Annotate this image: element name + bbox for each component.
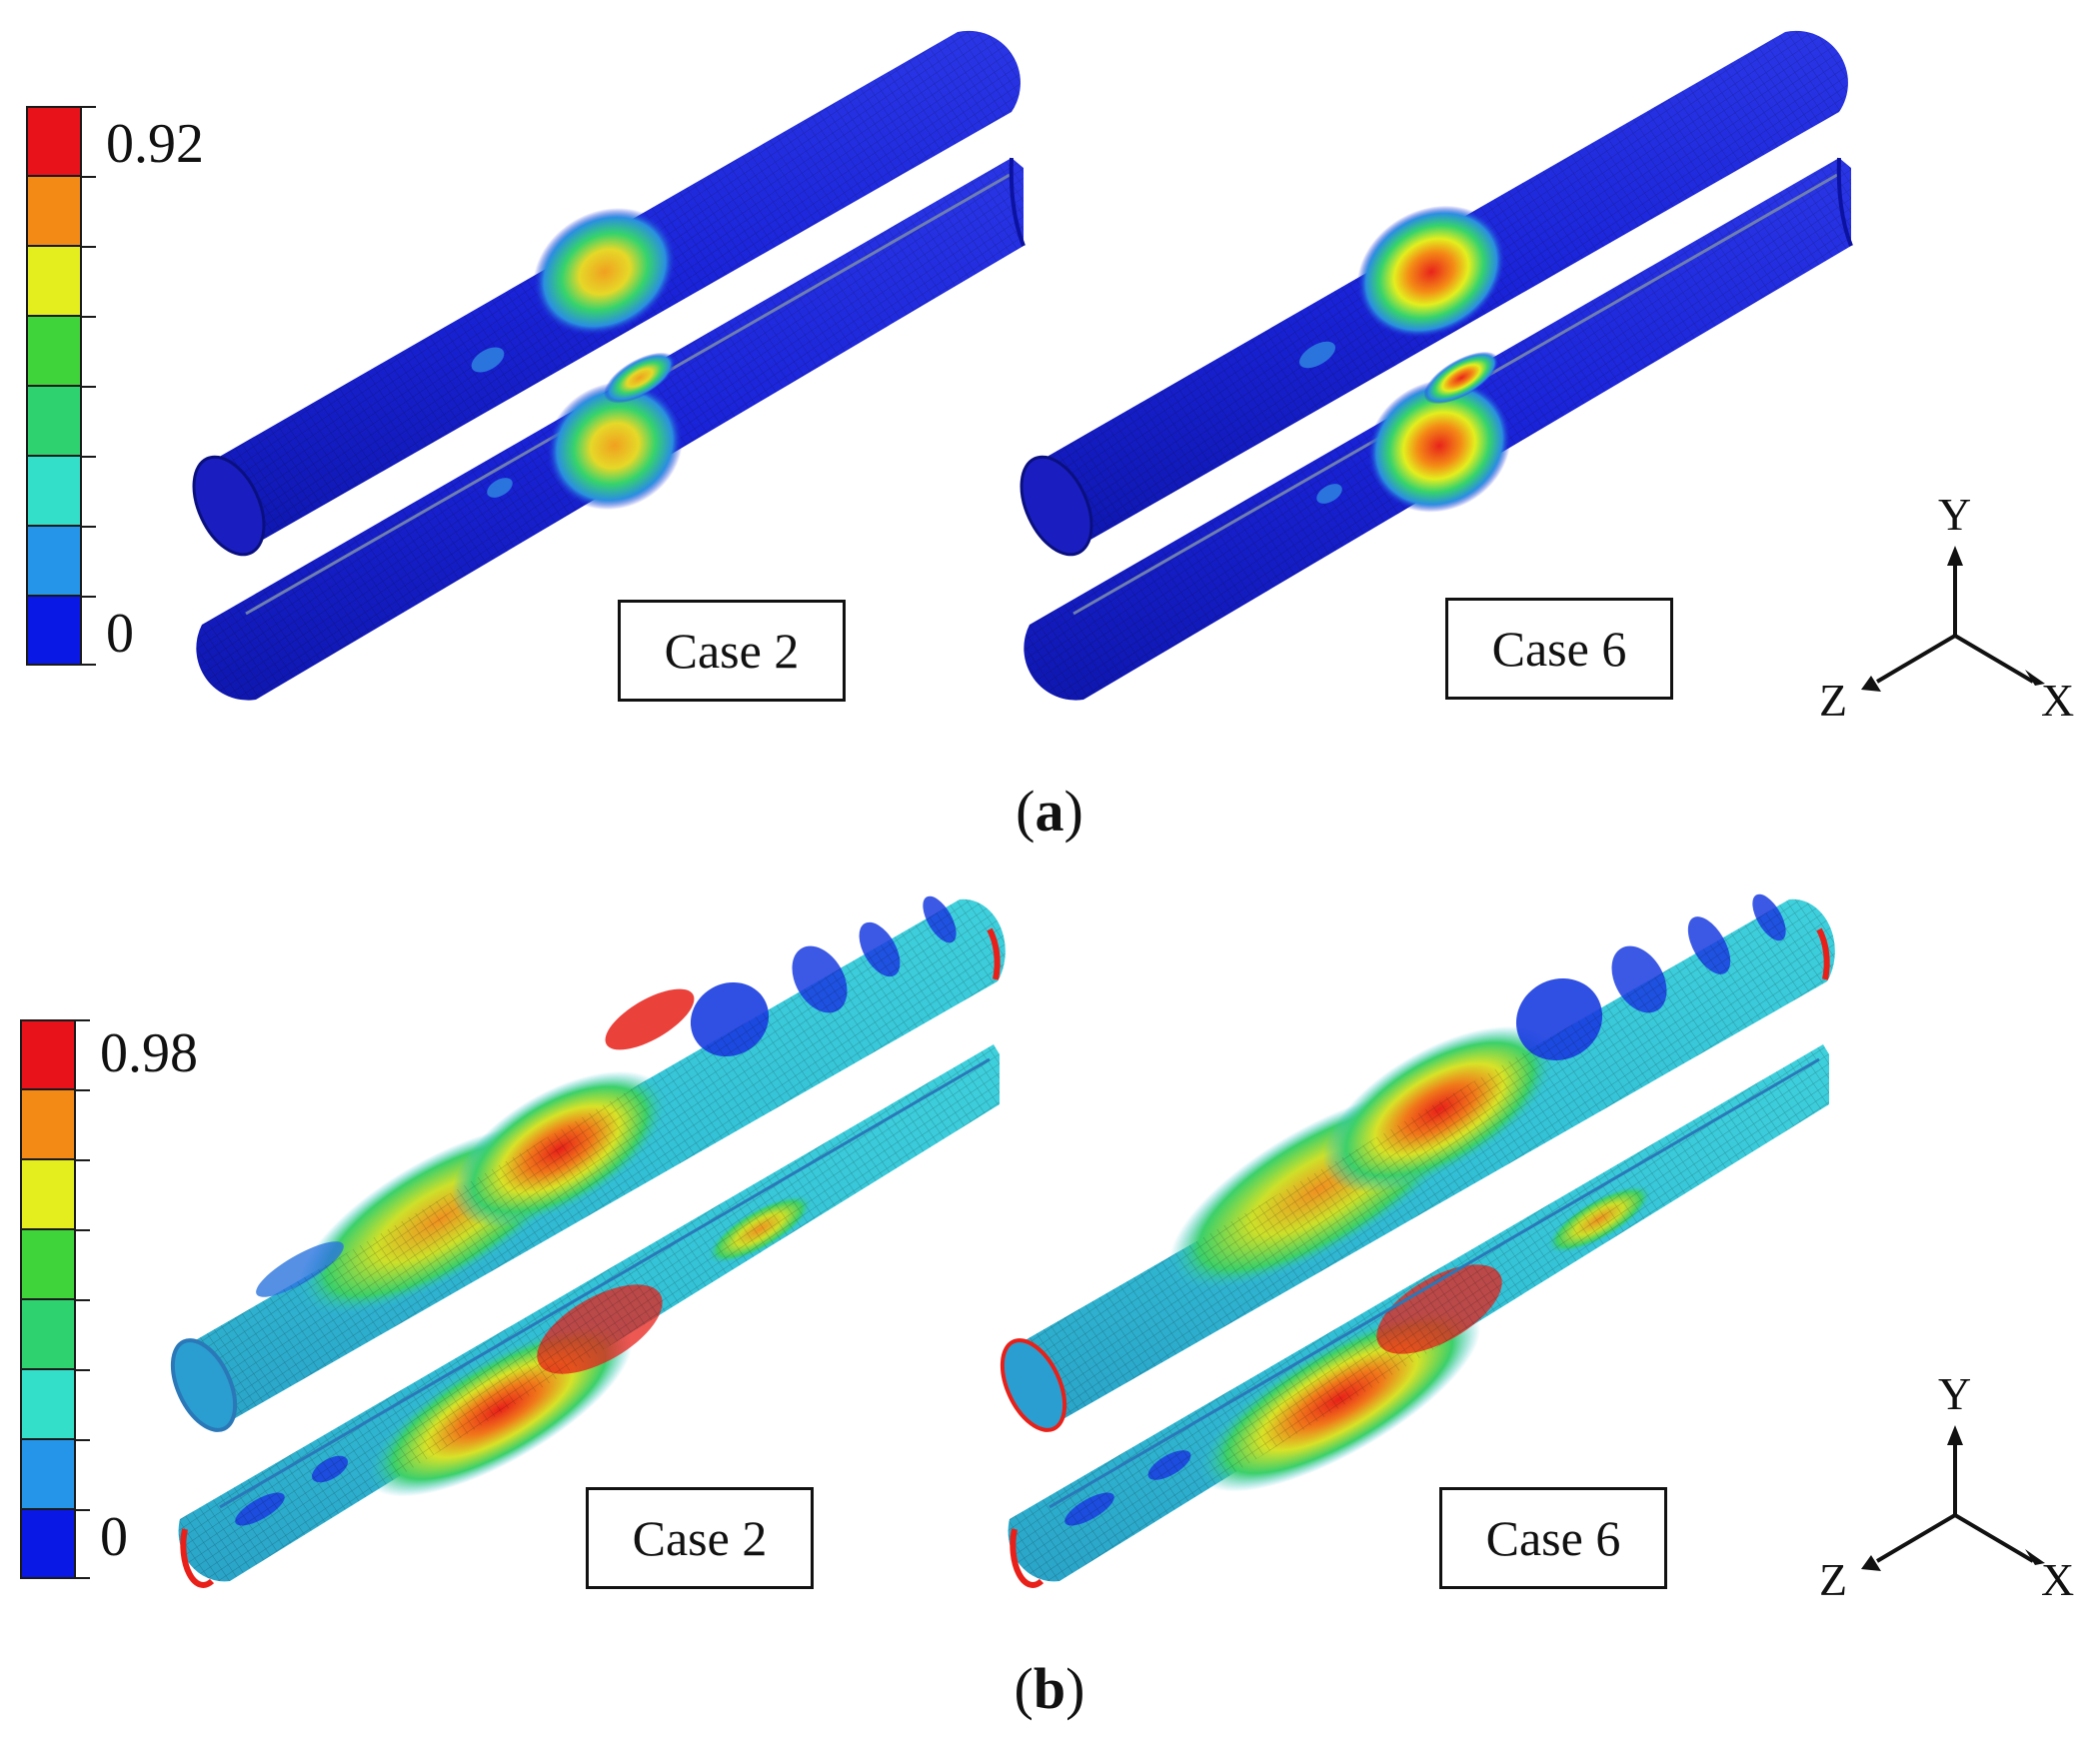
case2-lower-pipe: [196, 157, 1026, 701]
pipe-render-b: [170, 893, 2045, 1588]
legend-min-label: 0: [106, 603, 134, 665]
case-label-left: Case 2: [618, 600, 846, 702]
case6-upper-pipe: [1020, 30, 1848, 557]
panel-caption: (a): [1016, 779, 1083, 844]
legend-min-label: 0: [100, 1506, 128, 1568]
case2-upper-pipe: [170, 895, 1006, 1432]
caption-letter: a: [1035, 779, 1064, 844]
legend-swatch-6: [20, 1369, 76, 1439]
case2-lower-pipe: [178, 1044, 1001, 1588]
case6-lower-pipe: [1008, 1044, 1829, 1588]
case-label-right: Case 6: [1439, 1487, 1667, 1589]
case2-upper-pipe: [192, 30, 1021, 557]
axis-triad-b: [1861, 1425, 2045, 1571]
panel-b: 0.98 0: [0, 870, 2100, 1745]
legend-max-label: 0.92: [106, 113, 204, 175]
case-label-left: Case 2: [586, 1487, 814, 1589]
legend-swatch-4: [20, 1229, 76, 1299]
panel-a: 0.92 0: [0, 0, 2100, 870]
panel-caption: (b): [1014, 1656, 1085, 1721]
pipe-render-a: [192, 30, 2045, 701]
axis-triad-a: [1861, 546, 2045, 692]
case6-lower-pipe: [1024, 157, 1853, 701]
caption-letter: b: [1033, 1656, 1066, 1721]
legend-swatch-3: [20, 1159, 76, 1229]
case-label-right: Case 6: [1445, 598, 1673, 700]
legend-swatch-7: [20, 1439, 76, 1509]
legend-max-label: 0.98: [100, 1022, 198, 1084]
case6-upper-pipe: [1000, 893, 1835, 1432]
legend-swatch-2: [20, 1089, 76, 1159]
legend-swatch-8: [26, 596, 82, 666]
legend-swatch-6: [26, 456, 82, 526]
